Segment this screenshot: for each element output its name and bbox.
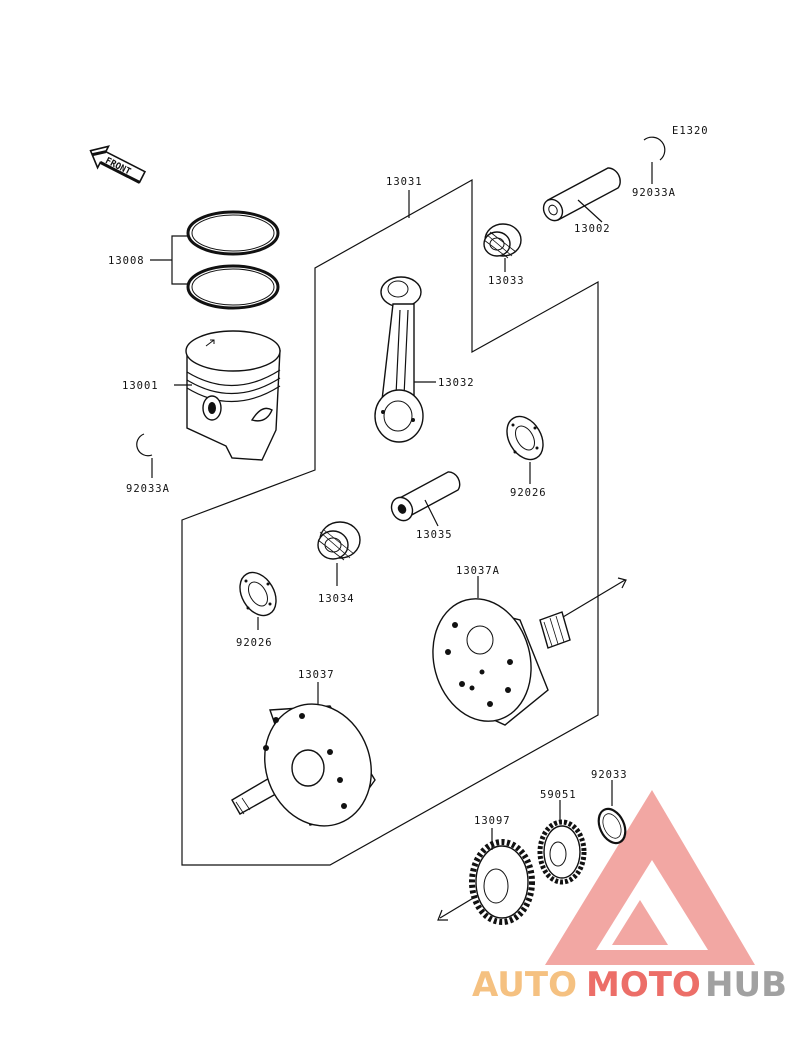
crankshaft-half-13037 xyxy=(231,703,376,827)
label-13037A: 13037A xyxy=(456,565,500,577)
connecting-rod-13032 xyxy=(374,276,424,443)
needle-bearing-13034 xyxy=(317,521,361,561)
piston-13001 xyxy=(185,330,281,461)
label-13031: 13031 xyxy=(386,176,423,188)
piston-pin-13002 xyxy=(542,167,621,222)
label-13001: 13001 xyxy=(122,380,159,392)
label-92026-left: 92026 xyxy=(236,637,273,649)
label-13097: 13097 xyxy=(474,815,511,827)
circlip-92033A-left xyxy=(136,433,153,457)
label-59051: 59051 xyxy=(540,789,577,801)
crank-pin-13035 xyxy=(390,471,461,522)
watermark-hub: HUB xyxy=(705,965,787,1005)
label-13033: 13033 xyxy=(488,275,525,287)
watermark-auto: AUTO xyxy=(472,965,577,1005)
label-13035: 13035 xyxy=(416,529,453,541)
needle-bearing-13033 xyxy=(483,223,522,259)
label-92033A-top: 92033A xyxy=(632,187,676,199)
watermark-text: AUTO MOTO HUB xyxy=(472,965,787,1005)
label-13008: 13008 xyxy=(108,255,145,267)
circlip-92033 xyxy=(597,807,627,845)
gear-13097 xyxy=(437,839,535,925)
label-13034: 13034 xyxy=(318,593,355,605)
diagram-code: E1320 xyxy=(672,125,709,137)
crankshaft-half-13037A xyxy=(432,577,627,726)
front-arrow-icon: FRONT xyxy=(89,145,147,184)
gear-59051 xyxy=(537,819,587,885)
thrust-washer-92026-right xyxy=(506,415,544,461)
label-13002: 13002 xyxy=(574,223,611,235)
label-92026-right: 92026 xyxy=(510,487,547,499)
watermark-moto: MOTO xyxy=(586,965,701,1005)
assembly-outline xyxy=(181,178,599,866)
circlip-92033A-top xyxy=(643,136,666,161)
label-92033A-left: 92033A xyxy=(126,483,170,495)
label-13037: 13037 xyxy=(298,669,335,681)
thrust-washer-92026-left xyxy=(239,571,277,617)
label-13032: 13032 xyxy=(438,377,475,389)
piston-rings-13008 xyxy=(186,210,280,310)
watermark-logo xyxy=(545,790,755,965)
label-92033: 92033 xyxy=(591,769,628,781)
